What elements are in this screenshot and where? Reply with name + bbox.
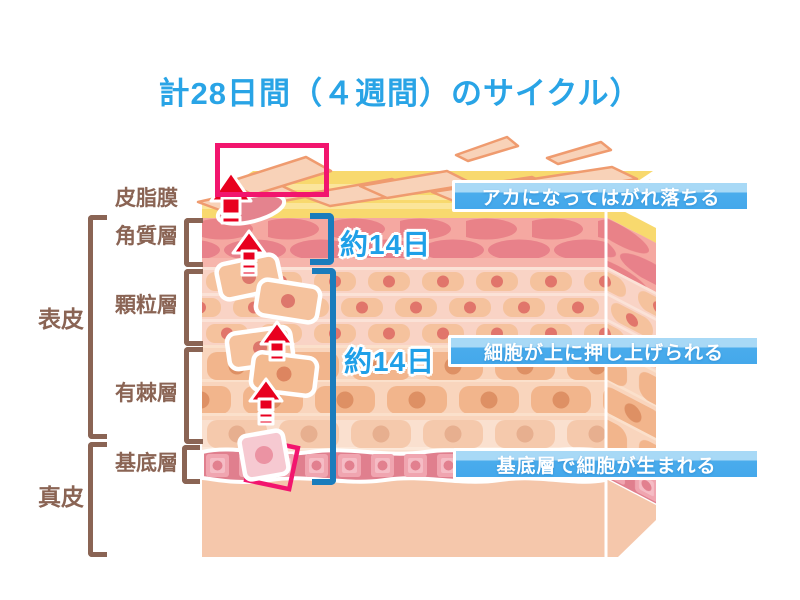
bracket-duration-lower xyxy=(312,268,336,485)
arrow-granular xyxy=(259,320,295,362)
bracket-corneum xyxy=(184,218,203,267)
diagram-title: 計28日間（４週間）のサイクル） xyxy=(158,76,642,111)
badge-born: 基底層で細胞が生まれる xyxy=(453,448,760,480)
highlighted-basal-cell xyxy=(237,428,291,482)
shed-flake-highlight-box xyxy=(215,143,329,197)
badge-pushed-up-text: 細胞が上に押し上げられる xyxy=(483,342,724,364)
bracket-spinous xyxy=(184,347,203,444)
label-epidermis: 表皮 xyxy=(38,306,84,332)
badge-shed-off: アカになってはがれ落ちる xyxy=(452,180,750,212)
layer-stratum-corneum xyxy=(202,218,605,267)
label-sebum-film: 皮脂膜 xyxy=(115,187,178,210)
bracket-epidermis xyxy=(88,215,107,439)
label-dermis: 真皮 xyxy=(38,484,84,510)
skin-side-face xyxy=(607,200,656,557)
bracket-dermis xyxy=(88,442,107,557)
bracket-duration-corneum xyxy=(310,213,334,265)
label-corneum: 角質層 xyxy=(115,225,178,248)
duration-lower-label: 約14日 xyxy=(344,346,436,377)
arrow-spinous xyxy=(248,377,284,426)
bracket-basal xyxy=(182,445,200,484)
duration-corneum-label: 約14日 xyxy=(340,229,432,260)
badge-pushed-up: 細胞が上に押し上げられる xyxy=(448,335,760,367)
label-spinous: 有棘層 xyxy=(115,382,178,405)
bracket-granular xyxy=(184,269,203,346)
badge-born-text: 基底層で細胞が生まれる xyxy=(496,455,717,477)
arrow-corneum xyxy=(231,229,267,277)
label-granular: 顆粒層 xyxy=(115,294,178,317)
badge-shed-off-text: アカになってはがれ落ちる xyxy=(481,187,721,209)
label-basal: 基底層 xyxy=(115,452,178,475)
